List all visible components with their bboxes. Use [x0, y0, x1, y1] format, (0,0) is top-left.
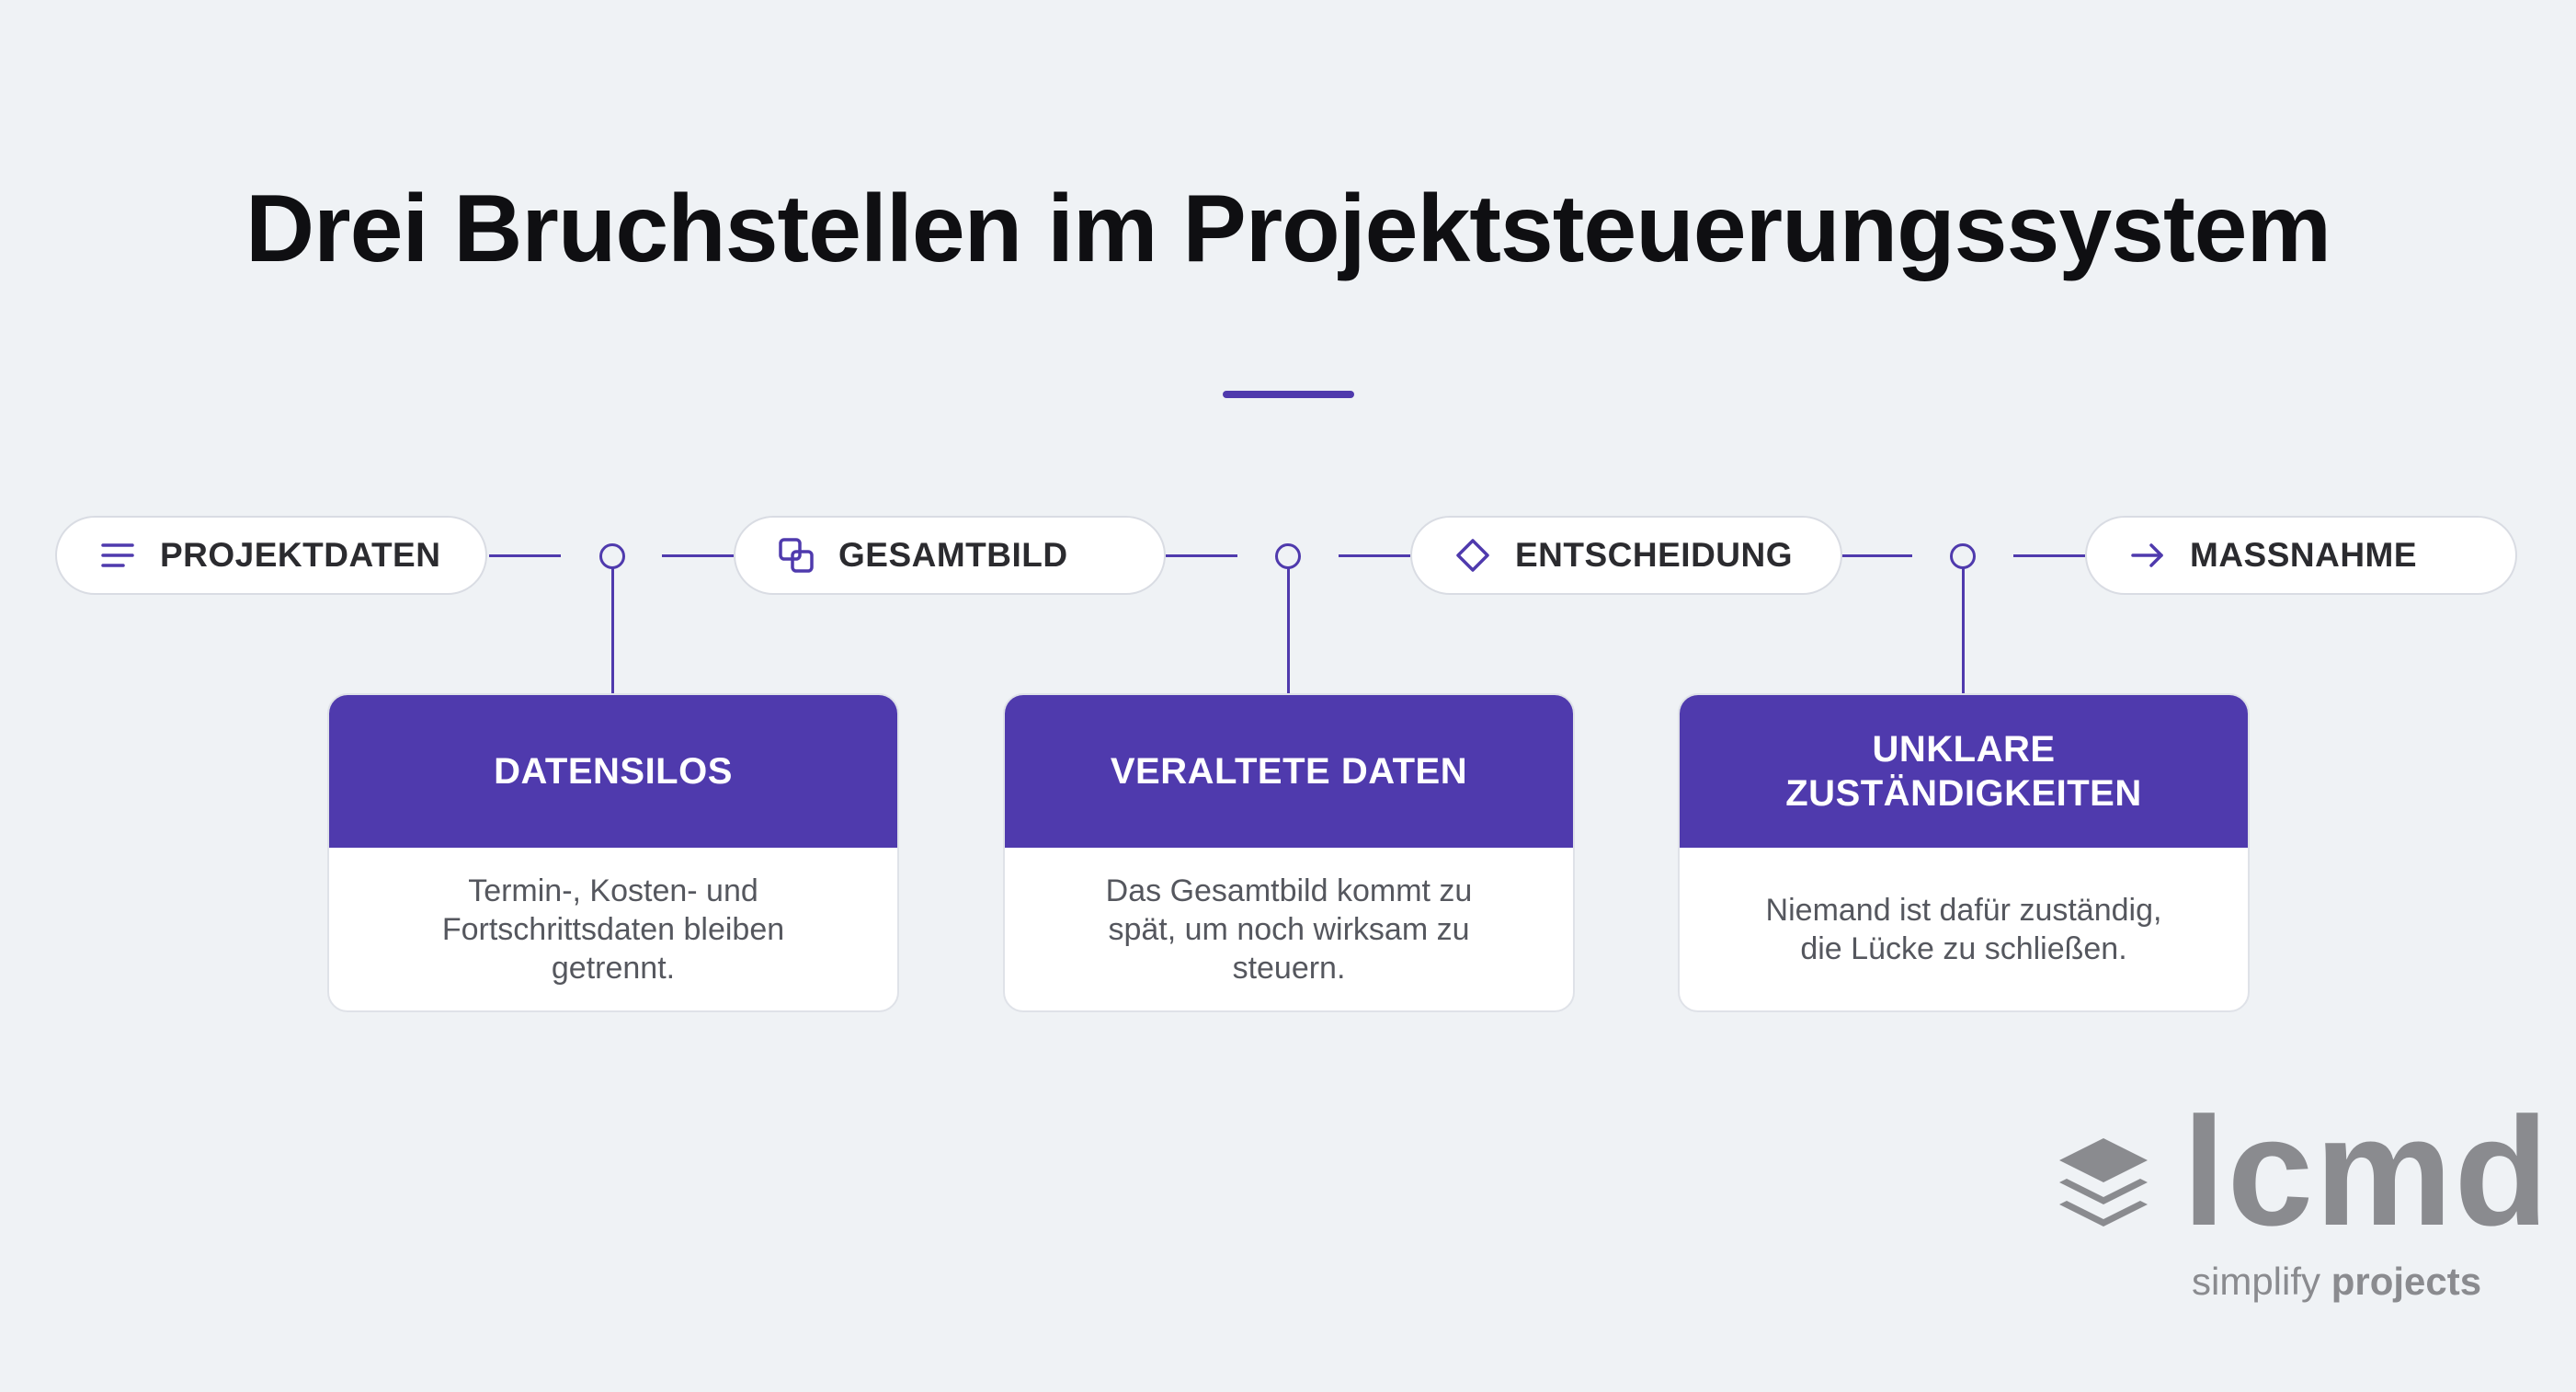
flow-step-gesamtbild: GESAMTBILD: [734, 516, 1166, 595]
break-card-description: Niemand ist dafür zuständig, die Lücke z…: [1765, 892, 2162, 966]
connector-line: [2013, 554, 2085, 557]
flow-step-label: ENTSCHEIDUNG: [1515, 536, 1794, 574]
tagline-regular: simplify: [2192, 1260, 2321, 1303]
break-card-header: VERALTETE DATEN: [1005, 695, 1573, 848]
flow-step-label: MASSNAHME: [2190, 536, 2418, 574]
logo-wordmark: lcmd: [2183, 1085, 2551, 1258]
layers-logo-icon: [2056, 1136, 2151, 1240]
connector-line: [489, 554, 561, 557]
break-card-body: Niemand ist dafür zuständig, die Lücke z…: [1680, 848, 2248, 1010]
overlap-squares-icon: [778, 537, 815, 574]
connector-line: [1166, 554, 1237, 557]
break-card-description: Termin-, Kosten- und Fortschrittsdaten b…: [441, 873, 785, 986]
lines-icon: [99, 537, 136, 574]
page-title: Drei Bruchstellen im Projektsteuerungssy…: [245, 176, 2331, 282]
connector-stem: [1962, 567, 1965, 694]
connector-line: [1841, 554, 1912, 557]
break-card-header: UNKLARE ZUSTÄNDIGKEITEN: [1680, 695, 2248, 848]
flow-step-entscheidung: ENTSCHEIDUNG: [1410, 516, 1842, 595]
flow-step-projektdaten: PROJEKTDATEN: [55, 516, 487, 595]
title-underline: [1223, 391, 1354, 398]
connector-node: [599, 543, 625, 569]
break-card-description: Das Gesamtbild kommt zu spät, um noch wi…: [1105, 873, 1473, 986]
connector-line: [1339, 554, 1410, 557]
connector-line: [662, 554, 734, 557]
break-card-unklare-zustaendigkeiten: UNKLARE ZUSTÄNDIGKEITEN Niemand ist dafü…: [1678, 693, 2250, 1012]
connector-stem: [1287, 567, 1290, 694]
flow-step-label: PROJEKTDATEN: [160, 536, 441, 574]
diamond-icon: [1454, 537, 1491, 574]
break-card-body: Termin-, Kosten- und Fortschrittsdaten b…: [329, 848, 897, 1010]
break-card-header: DATENSILOS: [329, 695, 897, 848]
connector-stem: [611, 567, 614, 694]
break-card-veraltete-daten: VERALTETE DATEN Das Gesamtbild kommt zu …: [1003, 693, 1575, 1012]
connector-node: [1950, 543, 1976, 569]
break-card-heading: UNKLARE ZUSTÄNDIGKEITEN: [1785, 729, 2142, 814]
tagline-bold: projects: [2331, 1260, 2482, 1303]
connector-node: [1275, 543, 1301, 569]
break-card-datensilos: DATENSILOS Termin-, Kosten- und Fortschr…: [327, 693, 899, 1012]
break-card-body: Das Gesamtbild kommt zu spät, um noch wi…: [1005, 848, 1573, 1010]
break-card-heading: VERALTETE DATEN: [1110, 751, 1468, 792]
flow-step-massnahme: MASSNAHME: [2085, 516, 2517, 595]
logo-tagline: simplify projects: [2192, 1260, 2481, 1304]
flow-step-label: GESAMTBILD: [838, 536, 1068, 574]
break-card-heading: DATENSILOS: [494, 751, 733, 792]
arrow-right-icon: [2129, 537, 2166, 574]
